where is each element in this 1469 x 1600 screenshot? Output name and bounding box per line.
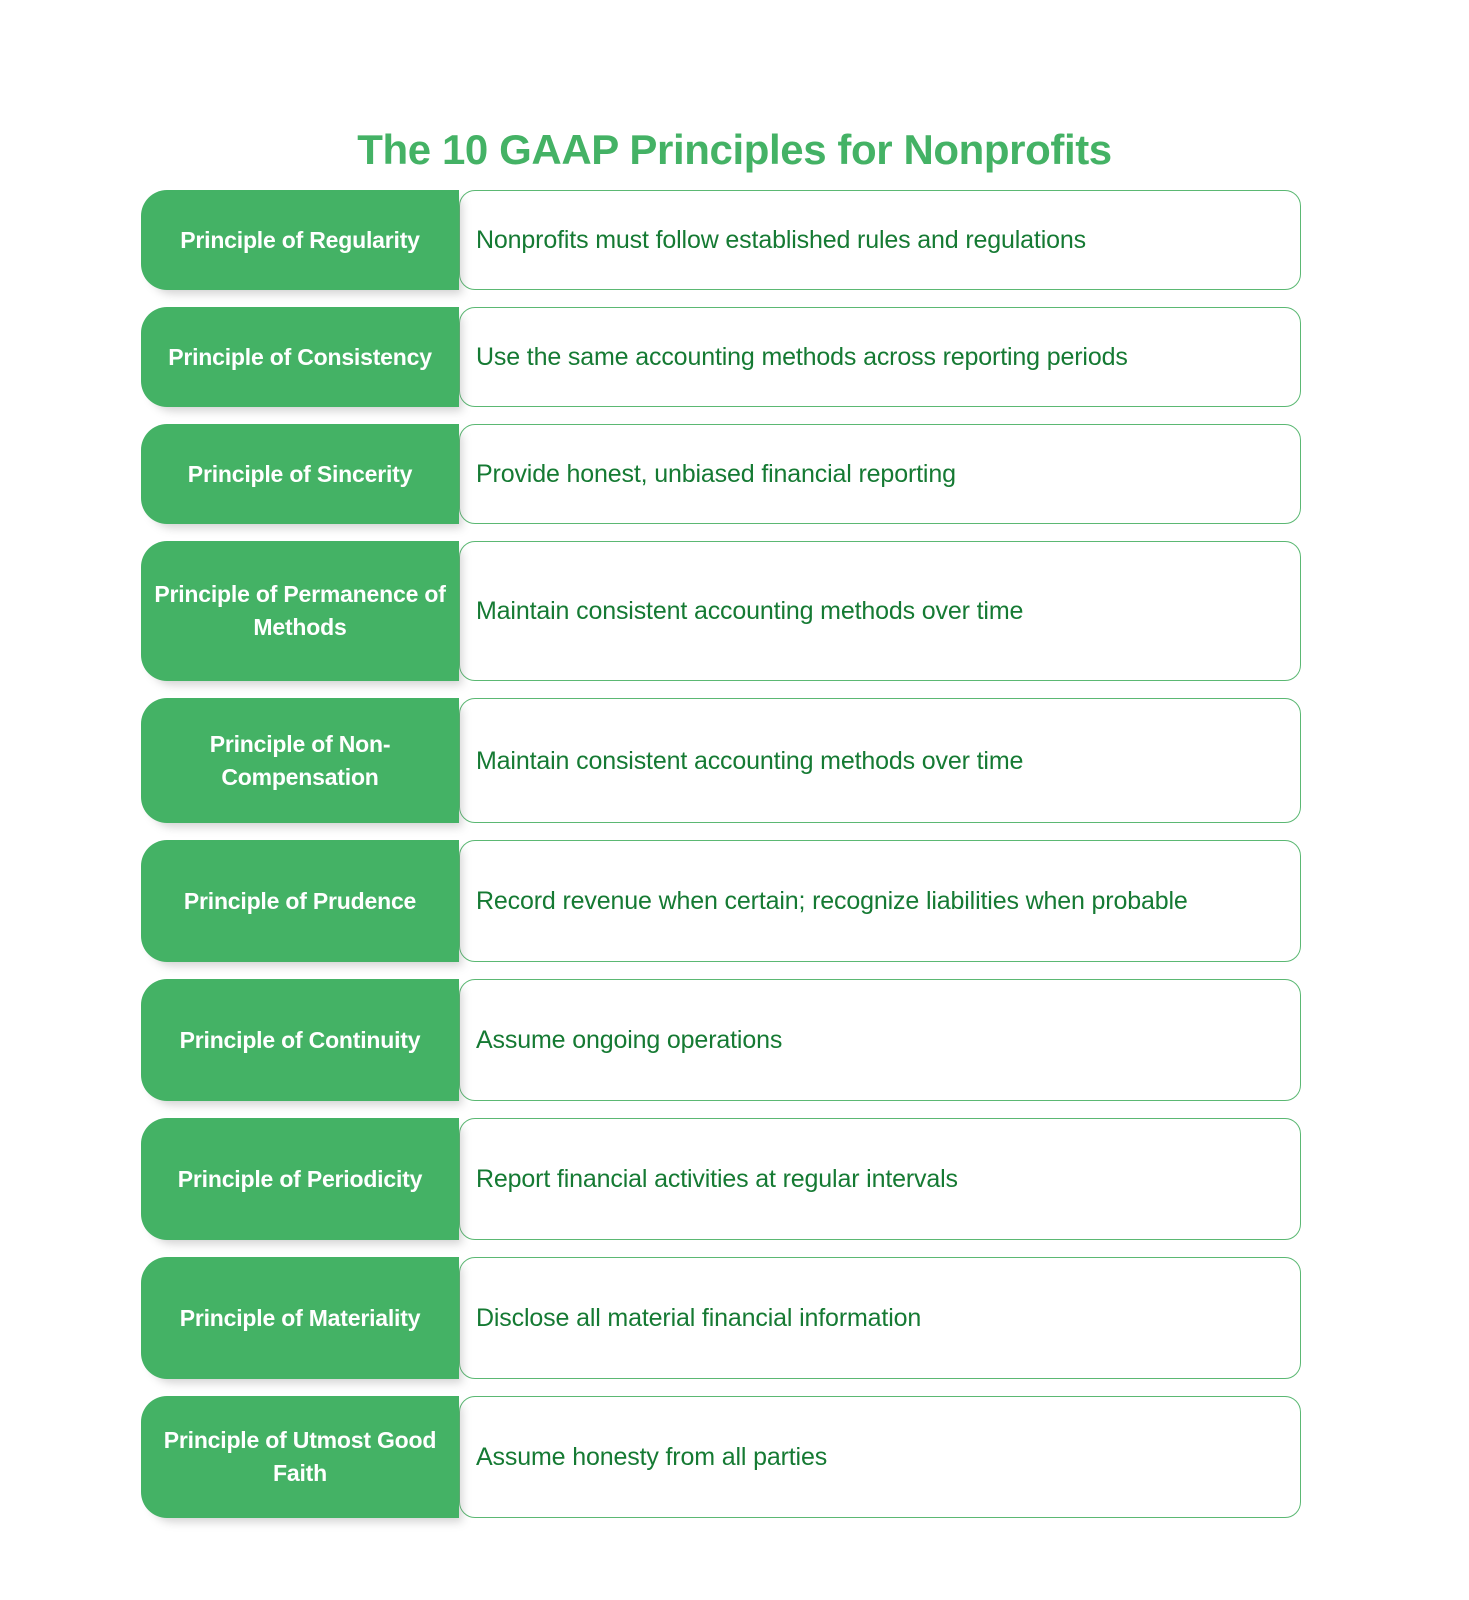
principle-card-background <box>459 190 1301 290</box>
principle-row: Principle of Materiality Disclose all ma… <box>141 1257 1301 1379</box>
principle-row: Principle of Continuity Assume ongoing o… <box>141 979 1301 1101</box>
principle-description: Report financial activities at regular i… <box>476 1165 958 1193</box>
principle-card-background <box>459 698 1301 823</box>
principle-description: Assume honesty from all parties <box>476 1443 828 1471</box>
principle-name-badge: Principle of Sincerity <box>141 424 459 524</box>
principle-description: Disclose all material financial informat… <box>476 1304 922 1332</box>
principle-row: Principle of Non-Compensation Maintain c… <box>141 698 1301 823</box>
principle-name-badge: Principle of Permanence of Methods <box>141 541 459 681</box>
principle-card-background <box>459 979 1301 1101</box>
page-title: The 10 GAAP Principles for Nonprofits <box>357 126 1112 174</box>
principle-row: Principle of Utmost Good Faith Assume ho… <box>141 1396 1301 1518</box>
principle-card-background <box>459 1257 1301 1379</box>
principle-name-badge: Principle of Materiality <box>141 1257 459 1379</box>
principle-card-background <box>459 1396 1301 1518</box>
principle-name-badge: Principle of Continuity <box>141 979 459 1101</box>
principle-description: Maintain consistent accounting methods o… <box>476 746 1024 775</box>
principle-card-background <box>459 541 1301 681</box>
principle-row: Principle of Permanence of Methods Maint… <box>141 541 1301 681</box>
principle-row: Principle of Regularity Nonprofits must … <box>141 190 1301 290</box>
principle-name-badge: Principle of Periodicity <box>141 1118 459 1240</box>
principle-card-background <box>459 307 1301 407</box>
principle-description: Use the same accounting methods across r… <box>476 343 1128 371</box>
principle-description: Maintain consistent accounting methods o… <box>476 597 1024 625</box>
principle-description: Provide honest, unbiased financial repor… <box>476 460 956 488</box>
principle-row: Principle of Periodicity Report financia… <box>141 1118 1301 1240</box>
principle-card-background <box>459 840 1301 962</box>
principle-card-background <box>459 424 1301 524</box>
principle-name-badge: Principle of Regularity <box>141 190 459 290</box>
principle-row: Principle of Prudence Record revenue whe… <box>141 840 1301 962</box>
principle-name-badge: Principle of Non-Compensation <box>141 698 459 823</box>
principle-description: Nonprofits must follow established rules… <box>476 226 1086 254</box>
principle-description: Record revenue when certain; recognize l… <box>476 887 1188 915</box>
principle-name-badge: Principle of Prudence <box>141 840 459 962</box>
principle-name-badge: Principle of Consistency <box>141 307 459 407</box>
principle-list: Principle of Regularity Nonprofits must … <box>141 190 1301 1518</box>
principle-name-badge: Principle of Utmost Good Faith <box>141 1396 459 1518</box>
principle-row: Principle of Sincerity Provide honest, u… <box>141 424 1301 524</box>
principle-card-background <box>459 1118 1301 1240</box>
principle-description: Assume ongoing operations <box>476 1026 783 1054</box>
principle-row: Principle of Consistency Use the same ac… <box>141 307 1301 407</box>
